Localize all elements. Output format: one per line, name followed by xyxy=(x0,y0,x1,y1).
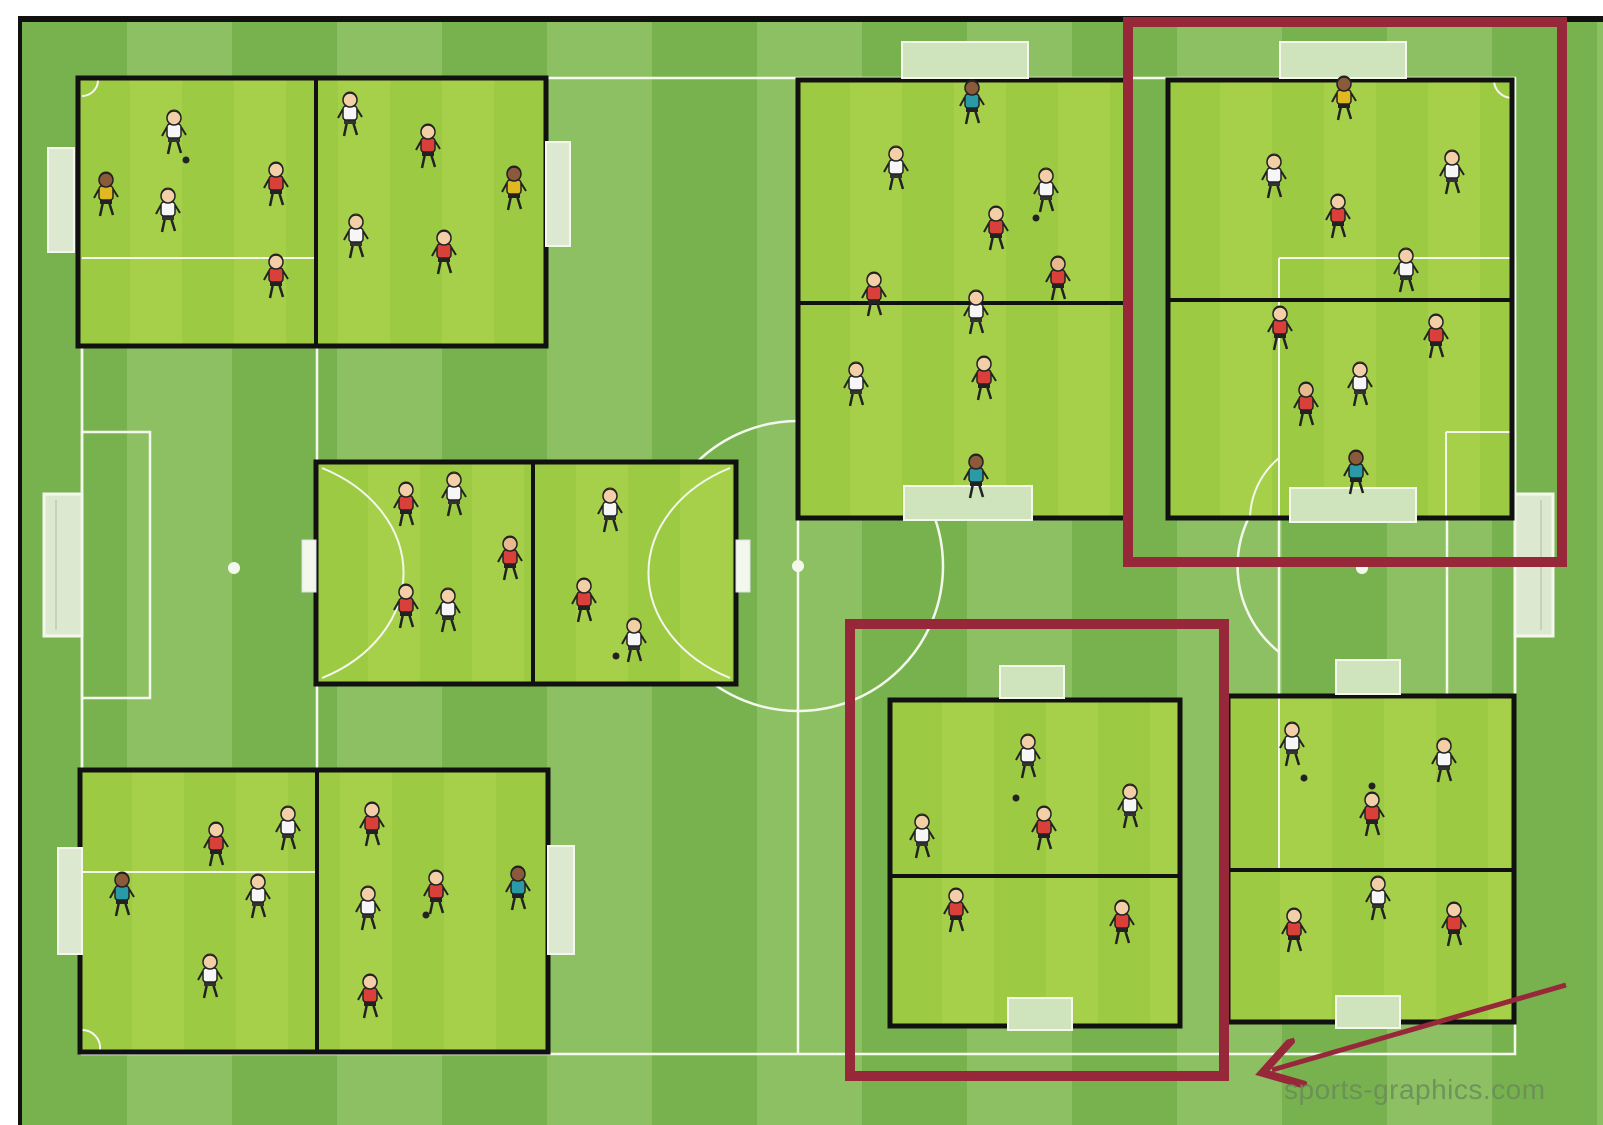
area-stripe xyxy=(994,700,1046,1026)
left-penalty-spot xyxy=(228,562,240,574)
ball-icon xyxy=(613,653,620,660)
area-stripe xyxy=(390,78,442,346)
ball-icon xyxy=(423,912,430,919)
area-stripe xyxy=(80,770,132,1052)
small-goal xyxy=(1336,996,1400,1028)
ball-icon xyxy=(1301,775,1308,782)
small-goal xyxy=(1290,488,1416,522)
small-goal xyxy=(902,42,1028,78)
area-stripe xyxy=(890,700,942,1026)
area-stripe xyxy=(1098,700,1150,1026)
middle-left-practice-area xyxy=(302,462,750,684)
bottom-center-practice-area xyxy=(890,666,1180,1030)
area-stripe xyxy=(1332,696,1384,1022)
area-stripe xyxy=(494,78,546,346)
ball-icon xyxy=(183,157,190,164)
top-left-practice-area xyxy=(48,78,570,346)
area-stripe xyxy=(798,80,850,518)
ball-icon xyxy=(1013,795,1020,802)
area-stripe xyxy=(902,80,954,518)
center-spot xyxy=(792,560,804,572)
area-stripe xyxy=(78,78,130,346)
watermark-text: sports-graphics.com xyxy=(1284,1074,1546,1106)
small-goal xyxy=(1336,660,1400,694)
area-stripe xyxy=(496,770,548,1052)
small-goal xyxy=(548,846,574,954)
area-stripe xyxy=(1006,80,1058,518)
area-stripe xyxy=(286,78,338,346)
bottom-left-practice-area xyxy=(58,770,574,1052)
area-stripe xyxy=(628,462,680,684)
top-center-practice-area xyxy=(798,42,1128,520)
small-goal xyxy=(48,148,74,252)
area-stripe xyxy=(392,770,444,1052)
area-stripe xyxy=(316,462,368,684)
small-goal xyxy=(904,486,1032,520)
pitch-stripe xyxy=(1597,22,1603,1125)
large-goal-left xyxy=(44,494,82,636)
area-stripe xyxy=(184,770,236,1052)
small-goal xyxy=(1000,666,1064,698)
small-goal xyxy=(1008,998,1072,1030)
bottom-right-practice-area xyxy=(1228,660,1514,1028)
ball-icon xyxy=(1033,215,1040,222)
ball-icon xyxy=(1369,783,1376,790)
small-goal xyxy=(546,142,570,246)
area-stripe xyxy=(182,78,234,346)
small-goal xyxy=(736,540,750,592)
small-goal xyxy=(302,540,316,592)
area-stripe xyxy=(1228,696,1280,1022)
small-goal xyxy=(58,848,82,954)
small-goal xyxy=(1280,42,1406,78)
area-stripe xyxy=(288,770,340,1052)
